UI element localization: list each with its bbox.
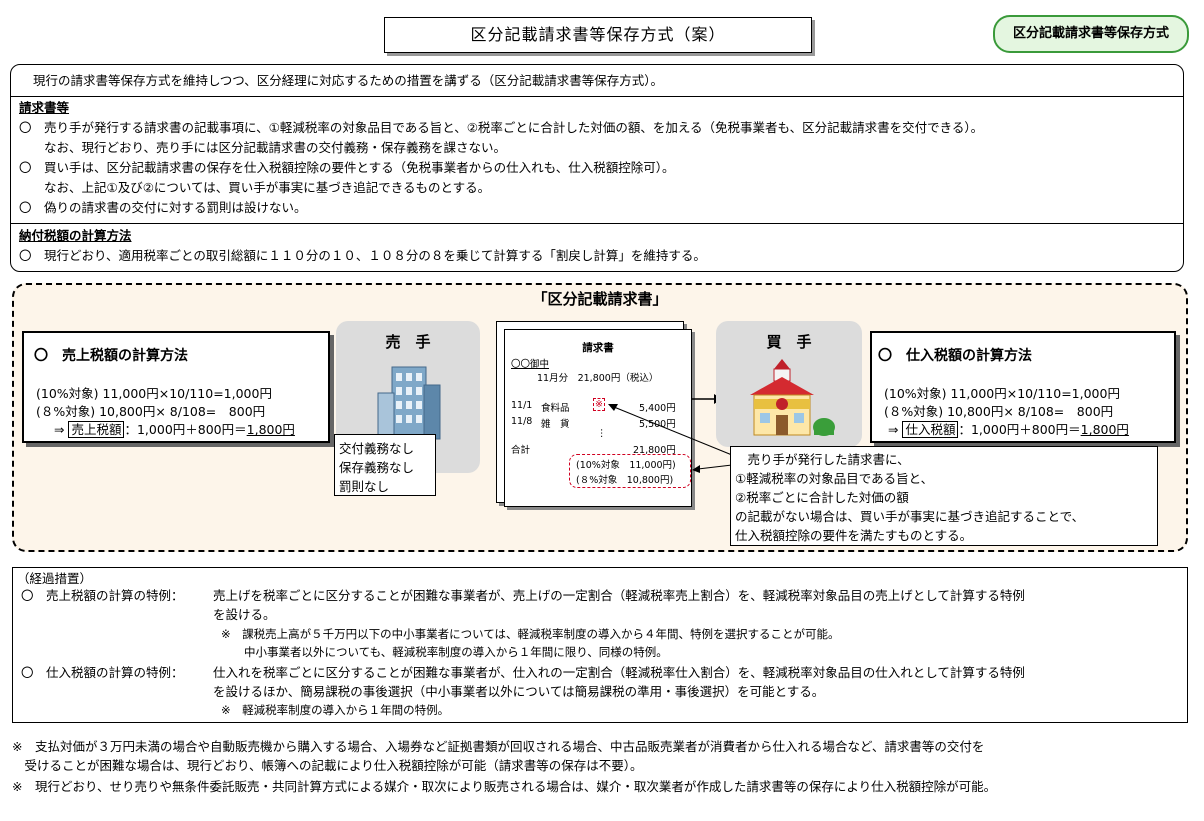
page-title: 区分記載請求書等保存方式（案）: [384, 17, 812, 53]
sales-tax-heading: 〇 売上税額の計算方法: [34, 348, 188, 364]
sales-special-text: を設ける。: [213, 607, 276, 622]
seller-obligations-box: 交付義務なし 保存義務なし 罰則なし: [334, 434, 436, 496]
purchase-special-note: ※ 軽減税率制度の導入から１年間の特例。: [221, 703, 450, 717]
invoice-line: 〇 売り手が発行する請求書の記載事項に、①軽減税率の対象品目である旨と、②税率ご…: [19, 120, 984, 135]
result-arrow: ⇒: [888, 422, 899, 437]
example-title: 「区分記載請求書」: [532, 290, 668, 308]
sales-special-label: 〇 売上税額の計算の特例：: [21, 588, 184, 603]
callout-pointer-icon: [608, 404, 733, 473]
invoice-row-amount: 5,400円: [639, 403, 676, 414]
office-building-icon: [377, 366, 441, 440]
callout-line: 売り手が発行した請求書に、: [735, 452, 910, 467]
section-divider: [11, 96, 1183, 97]
invoice-row-date: 11/8: [511, 416, 533, 427]
store-icon: [750, 359, 835, 436]
sales-special-note: ※ 課税売上高が５千万円以下の中小事業者については、軽減税率制度の導入から４年間…: [221, 627, 840, 641]
invoice-row-date: 11/1: [511, 400, 533, 411]
invoice-document: 請求書 〇〇御中 11月分 21,800円（税込） 11/1 食料品 ※ 5,4…: [504, 329, 692, 507]
transition-heading: （経過措置）: [17, 571, 93, 586]
purchase-tax-calc-box: 〇 仕入税額の計算方法 (10%対象) 11,000円×10/110=1,000…: [870, 331, 1176, 443]
footnote: 受けることが困難な場合は、現行どおり、帳簿への記載により仕入税額控除が可能（請求…: [12, 758, 643, 773]
summary-box: 現行の請求書等保存方式を維持しつつ、区分経理に対応するための措置を講ずる（区分記…: [10, 64, 1184, 272]
sales-special-text: 売上げを税率ごとに区分することが困難な事業者が、売上げの一定割合（軽減税率売上割…: [213, 588, 1025, 603]
invoice-month-total: 11月分 21,800円（税込）: [537, 373, 659, 384]
callout-line: ②税率ごとに合計した対価の額: [735, 490, 909, 505]
purchase-calc-line: (８%対象) 10,800円× 8/108= 800円: [884, 404, 1114, 419]
invoice-line: なお、上記①及び②については、買い手が事実に基づき追記できるものとする。: [19, 180, 491, 195]
sales-tax-calc-box: 〇 売上税額の計算方法 (10%対象) 11,000円×10/110=1,000…: [22, 331, 330, 443]
sales-calc-line: (８%対象) 10,800円× 8/108= 800円: [36, 404, 266, 419]
reduced-rate-mark: ※: [593, 398, 605, 411]
buyer-label: 買 手: [766, 333, 812, 351]
tax-section-heading: 納付税額の計算方法: [19, 228, 132, 243]
purchase-tax-heading: 〇 仕入税額の計算方法: [878, 348, 1032, 364]
seller-note: 罰則なし: [339, 479, 390, 494]
sales-tax-formula: ：1,000円＋800円＝: [124, 422, 247, 437]
footnote: ※ 現行どおり、せり売りや無条件委託販売・共同計算方式による媒介・取次により販売…: [12, 779, 997, 794]
rate-subtotal: (10%対象 11,000円): [576, 460, 676, 471]
sales-tax-label: 売上税額: [68, 421, 125, 438]
invoice-line: 〇 買い手は、区分記載請求書の保存を仕入税額控除の要件とする（免税事業者からの仕…: [19, 160, 675, 175]
seller-note: 保存義務なし: [339, 460, 415, 475]
section-divider: [11, 223, 1183, 224]
invoice-dots: ⋮: [597, 428, 607, 439]
intro-text: 現行の請求書等保存方式を維持しつつ、区分経理に対応するための措置を講ずる（区分記…: [33, 73, 664, 88]
purchase-tax-formula: ：1,000円＋800円＝: [958, 422, 1081, 437]
invoice-line: 〇 偽りの請求書の交付に対する罰則は設けない。: [19, 200, 307, 215]
purchase-special-label: 〇 仕入税額の計算の特例：: [21, 665, 184, 680]
invoice-title: 請求書: [582, 342, 614, 354]
invoice-line: なお、現行どおり、売り手には区分記載請求書の交付義務・保存義務を課さない。: [19, 140, 507, 155]
invoice-total: 21,800円: [633, 445, 676, 456]
invoice-total-label: 合計: [511, 445, 531, 456]
sales-calc-line: (10%対象) 11,000円×10/110=1,000円: [36, 386, 272, 401]
transitional-measures-box: （経過措置） 〇 売上税額の計算の特例： 売上げを税率ごとに区分することが困難な…: [12, 567, 1188, 723]
purchase-calc-line: (10%対象) 11,000円×10/110=1,000円: [884, 386, 1120, 401]
buyer-panel: 買 手: [716, 321, 862, 447]
callout-line: の記載がない場合は、買い手が事実に基づき追記することで、: [735, 509, 1085, 524]
scheme-badge: 区分記載請求書等保存方式: [993, 15, 1189, 53]
seller-label: 売 手: [385, 333, 431, 351]
invoice-row-item: 食料品: [541, 403, 570, 414]
purchase-special-text: を設けるほか、簡易課税の事後選択（中小事業者以外については簡易課税の準用・事後選…: [213, 684, 825, 699]
invoice-row-item: 雑 貨: [541, 419, 570, 430]
append-rule-callout: 売り手が発行した請求書に、 ①軽減税率の対象品目である旨と、 ②税率ごとに合計し…: [730, 446, 1158, 546]
footnote: ※ 支払対価が３万円未満の場合や自動販売機から購入する場合、入場券など証拠書類が…: [12, 739, 985, 754]
rate-subtotal-highlight: (10%対象 11,000円) (８%対象 10,800円): [569, 454, 691, 488]
seller-note: 交付義務なし: [339, 441, 415, 456]
sales-tax-result: 1,800円: [246, 422, 295, 437]
callout-line: ①軽減税率の対象品目である旨と、: [735, 471, 934, 486]
sales-special-note: 中小事業者以外についても、軽減税率制度の導入から１年間に限り、同様の特例。: [221, 645, 668, 659]
purchase-tax-label: 仕入税額: [902, 421, 959, 438]
purchase-special-text: 仕入れを税率ごとに区分することが困難な事業者が、仕入れの一定割合（軽減税率仕入割…: [213, 665, 1025, 680]
invoice-addressee: 〇〇御中: [511, 359, 550, 370]
result-arrow: ⇒: [54, 422, 65, 437]
callout-line: 仕入税額控除の要件を満たすものとする。: [735, 528, 973, 543]
rate-subtotal: (８%対象 10,800円): [576, 475, 674, 486]
tax-section-line: 〇 現行どおり、適用税率ごとの取引総額に１１０分の１０、１０８分の８を乗じて計算…: [19, 248, 706, 263]
purchase-tax-result: 1,800円: [1080, 422, 1129, 437]
example-box: 「区分記載請求書」 〇 売上税額の計算方法 (10%対象) 11,000円×10…: [12, 283, 1188, 552]
invoice-section-heading: 請求書等: [19, 100, 70, 115]
